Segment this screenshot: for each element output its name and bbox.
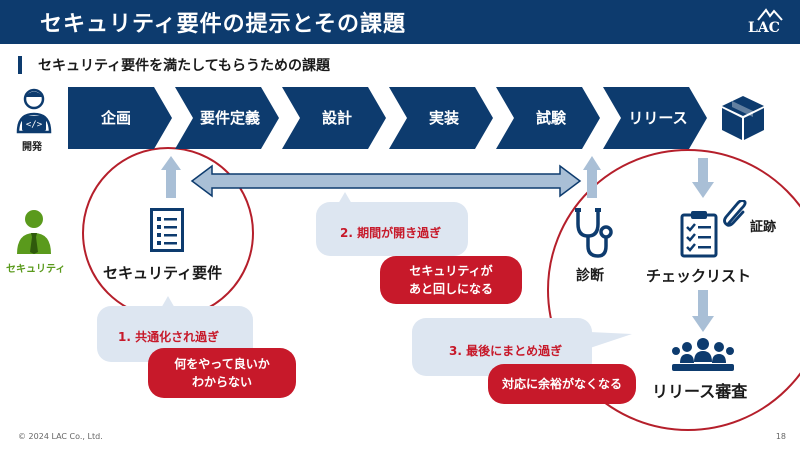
subtitle: セキュリティ要件を満たしてもらうための課題: [38, 58, 331, 74]
issue-3-problem: 対応に余裕がなくなる: [488, 364, 636, 404]
paperclip-icon: [722, 199, 750, 230]
lac-logo: LAC: [748, 8, 786, 36]
double-arrow-gap: [190, 164, 582, 198]
issue-2-problem: セキュリティが あと回しになる: [380, 256, 522, 304]
release-review-label: リリース審査: [652, 382, 748, 401]
right-highlight-circle: [547, 149, 800, 431]
svg-text:</>: </>: [26, 120, 43, 130]
security-person-icon: [14, 208, 54, 254]
developer-icon: </>: [14, 88, 54, 134]
issue-1-problem: 何をやって良いか わからない: [148, 348, 296, 398]
up-arrow-requirements: [161, 156, 181, 198]
down-arrow-release: [692, 158, 714, 198]
process-step-design: 設計: [282, 87, 386, 149]
down-arrow-review: [692, 290, 714, 332]
issue-2-title: 2. 期間が開き過ぎ: [340, 226, 442, 240]
logo-text: LAC: [748, 20, 780, 36]
checklist-label: チェックリスト: [646, 267, 752, 285]
developer-label: 開発: [22, 142, 42, 153]
diagnosis-label: 診断: [576, 268, 604, 284]
subtitle-marker: [18, 56, 22, 74]
up-arrow-test: [583, 156, 601, 198]
security-requirements-label: セキュリティ要件: [103, 264, 223, 282]
copyright: © 2024 LAC Co., Ltd.: [18, 432, 103, 441]
issue-3-title: 3. 最後にまとめ過ぎ: [449, 344, 563, 358]
evidence-label: 証跡: [750, 220, 777, 235]
page-number: 18: [775, 432, 786, 441]
page-title: セキュリティ要件の提示とその課題: [40, 12, 407, 37]
process-step-requirements: 要件定義: [175, 87, 279, 149]
process-step-implementation: 実装: [389, 87, 493, 149]
process-step-planning: 企画: [68, 87, 172, 149]
process-step-release: リリース: [603, 87, 707, 149]
issue-2-bubble: [316, 202, 468, 256]
security-label: セキュリティ: [6, 264, 66, 275]
bubble3-tail: [590, 332, 632, 348]
header-bar: セキュリティ要件の提示とその課題 LAC: [0, 0, 800, 44]
issue-1-title: 1. 共通化され過ぎ: [118, 330, 220, 344]
bubble2-tail: [338, 192, 352, 204]
package-icon: [720, 94, 766, 142]
meeting-icon: [672, 336, 734, 372]
stethoscope-icon: [570, 206, 614, 260]
document-list-icon: [150, 208, 184, 252]
process-step-testing: 試験: [496, 87, 600, 149]
checklist-icon: [680, 210, 720, 258]
